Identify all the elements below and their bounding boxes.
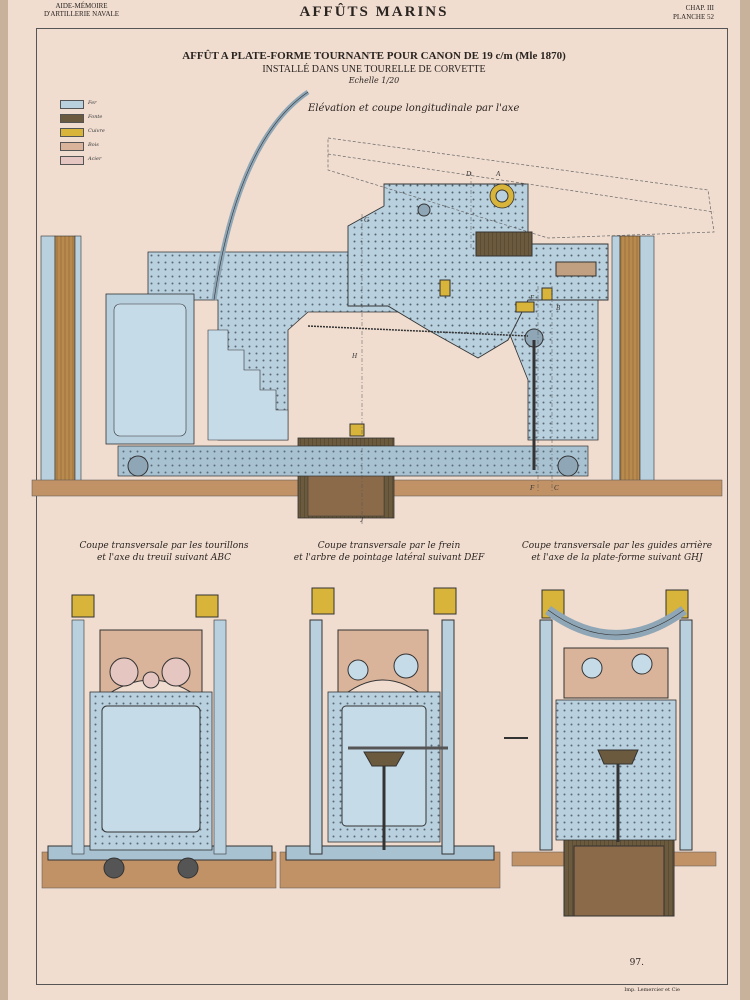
gun-barrel-outline bbox=[327, 137, 715, 239]
caption-line: Coupe transversale par les tourillons bbox=[79, 541, 249, 551]
trunnion-cap bbox=[71, 594, 95, 618]
legend-label: Bois bbox=[88, 142, 99, 148]
caption-line: Coupe transversale par le frein bbox=[317, 541, 461, 551]
header-title: AFFÛTS MARINS bbox=[299, 4, 449, 20]
legend-swatch bbox=[60, 100, 84, 109]
legend-swatch bbox=[60, 128, 84, 137]
pulley-wheel bbox=[109, 657, 139, 687]
header-right-line2: PLANCHE 52 bbox=[672, 13, 714, 21]
imprint: Imp. Lemercier et Cie bbox=[624, 987, 680, 993]
caption-line: et l'axe de la plate-forme suivant GHJ bbox=[531, 553, 703, 563]
plate-sheet: AIDE-MÉMOIRE D'ARTILLERIE NAVALE AFFÛTS … bbox=[8, 0, 740, 1000]
pulley-wheel bbox=[161, 657, 191, 687]
header-right: CHAP. III PLANCHE 52 bbox=[673, 4, 714, 22]
stair-steps bbox=[207, 329, 289, 441]
header-left: AIDE-MÉMOIRE D'ARTILLERIE NAVALE bbox=[44, 2, 119, 18]
axis-letter: A bbox=[495, 170, 501, 178]
cross-section-abc bbox=[41, 594, 277, 889]
page-number: 97. bbox=[629, 958, 644, 968]
section-caption-abc: Coupe transversale par les tourillons et… bbox=[44, 540, 284, 564]
roller-wheel bbox=[557, 455, 579, 477]
elevation-caption: Elévation et coupe longitudinale par l'a… bbox=[308, 103, 520, 114]
roller-wheel bbox=[127, 455, 149, 477]
bevel-gear bbox=[363, 751, 405, 767]
ammunition-box bbox=[105, 293, 195, 445]
brass-fitting bbox=[515, 301, 535, 313]
axis-letter: G bbox=[364, 216, 369, 224]
legend-label: Fonte bbox=[88, 114, 103, 120]
legend-swatch bbox=[60, 114, 84, 123]
legend-label: Fer bbox=[88, 100, 97, 106]
axis-letter: D bbox=[465, 170, 471, 178]
axis-letter: B bbox=[556, 304, 561, 312]
technical-drawing: A B C D E F G H J bbox=[31, 89, 723, 917]
caption-line: Coupe transversale par les guides arrièr… bbox=[521, 541, 713, 551]
axis-letter-labels: A B C D E F G H J bbox=[351, 170, 561, 524]
roller-wheel bbox=[103, 857, 125, 879]
turret-wall-right bbox=[611, 235, 655, 482]
legend-swatch bbox=[60, 156, 84, 165]
brass-fitting bbox=[349, 423, 365, 437]
section-axis-lines bbox=[361, 172, 553, 524]
header-left-line2: D'ARTILLERIE NAVALE bbox=[44, 10, 120, 18]
compressor-block bbox=[475, 231, 533, 257]
axis-letter: E bbox=[529, 294, 535, 302]
axis-letter: H bbox=[351, 352, 358, 360]
trunnion-cap bbox=[195, 594, 219, 618]
plate-scale: Echelle 1/20 bbox=[348, 76, 400, 85]
cross-section-ghj bbox=[504, 589, 717, 917]
header-right-line1: CHAP. III bbox=[685, 4, 714, 12]
gun-carriage bbox=[347, 183, 609, 359]
trunnion-cap bbox=[311, 587, 335, 615]
plate-title: AFFÛT A PLATE-FORME TOURNANTE POUR CANON… bbox=[182, 50, 566, 62]
trunnion-cap bbox=[433, 587, 457, 615]
caption-line: et l'axe du treuil suivant ABC bbox=[96, 553, 232, 563]
axis-letter: J bbox=[360, 516, 364, 524]
legend-swatch bbox=[60, 142, 84, 151]
legend-label: Acier bbox=[88, 156, 102, 162]
section-caption-ghj: Coupe transversale par les guides arrièr… bbox=[502, 540, 732, 564]
elevation-view: A B C D E F G H J bbox=[31, 89, 723, 524]
gear-wheel bbox=[417, 203, 431, 217]
roller-wheel bbox=[177, 857, 199, 879]
header-left-line1: AIDE-MÉMOIRE bbox=[55, 2, 108, 10]
caption-line: et l'arbre de pointage latéral suivant D… bbox=[293, 553, 485, 563]
plate-subtitle: INSTALLÉ DANS UNE TOURELLE DE CORVETTE bbox=[262, 64, 486, 75]
axis-letter: C bbox=[554, 484, 559, 492]
pulley-wheel bbox=[142, 671, 160, 689]
turret-wall-left bbox=[40, 235, 82, 482]
bevel-gear bbox=[597, 749, 639, 765]
legend-label: Cuivre bbox=[88, 128, 105, 134]
cross-section-def bbox=[279, 587, 501, 889]
brass-fitting bbox=[439, 279, 451, 297]
axis-letter: F bbox=[529, 484, 535, 492]
section-caption-def: Coupe transversale par le frein et l'arb… bbox=[264, 540, 514, 564]
